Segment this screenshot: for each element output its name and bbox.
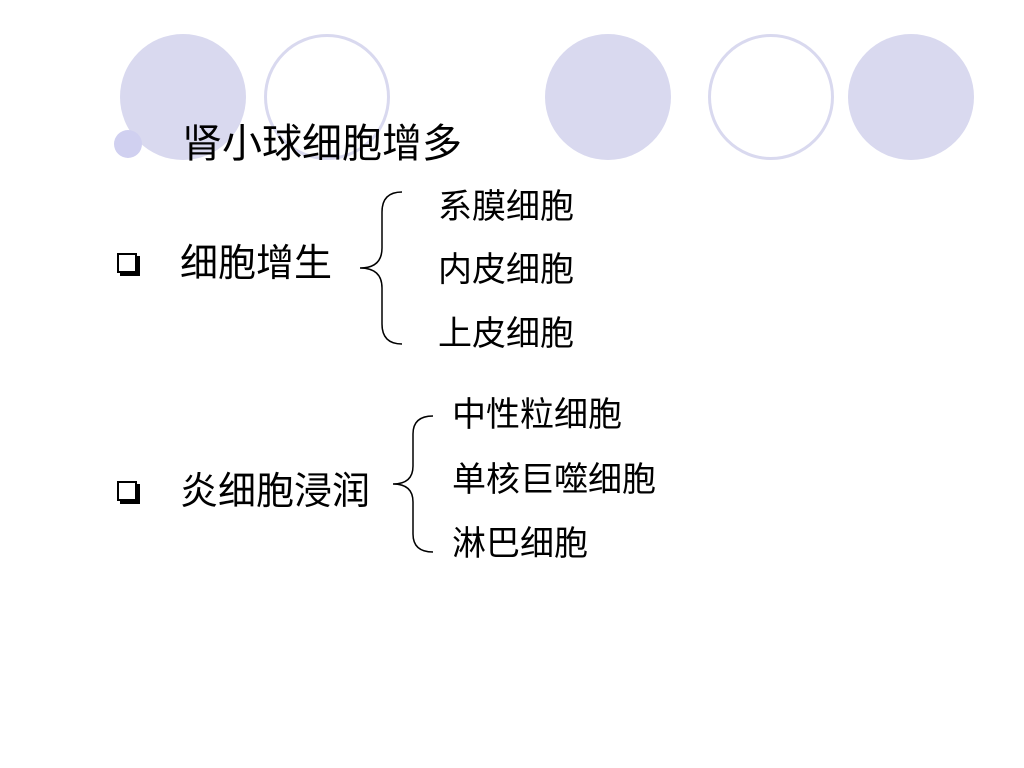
sub-item-neutrophil: 中性粒细胞 <box>452 395 622 435</box>
square-bullet-icon <box>117 481 137 501</box>
group-label-inflammatory: 炎细胞浸润 <box>180 469 371 513</box>
sub-item-epithelial: 上皮细胞 <box>438 314 574 354</box>
square-bullet-icon <box>117 253 137 273</box>
decor-circle-outline-icon <box>264 34 390 160</box>
sub-item-mesangial: 系膜细胞 <box>438 187 574 227</box>
left-brace-icon <box>359 191 403 345</box>
decor-circle-icon <box>545 34 671 160</box>
left-brace-icon <box>392 415 434 553</box>
group-label-proliferation: 细胞增生 <box>180 241 333 285</box>
slide-title: 肾小球细胞增多 <box>182 121 462 167</box>
sub-item-lymphocyte: 淋巴细胞 <box>452 524 588 564</box>
title-bullet-icon <box>114 130 142 158</box>
decor-circle-icon <box>848 34 974 160</box>
sub-item-monocyte-macrophage: 单核巨噬细胞 <box>452 460 656 500</box>
sub-item-endothelial: 内皮细胞 <box>438 250 574 290</box>
decor-circle-outline-icon <box>708 34 834 160</box>
